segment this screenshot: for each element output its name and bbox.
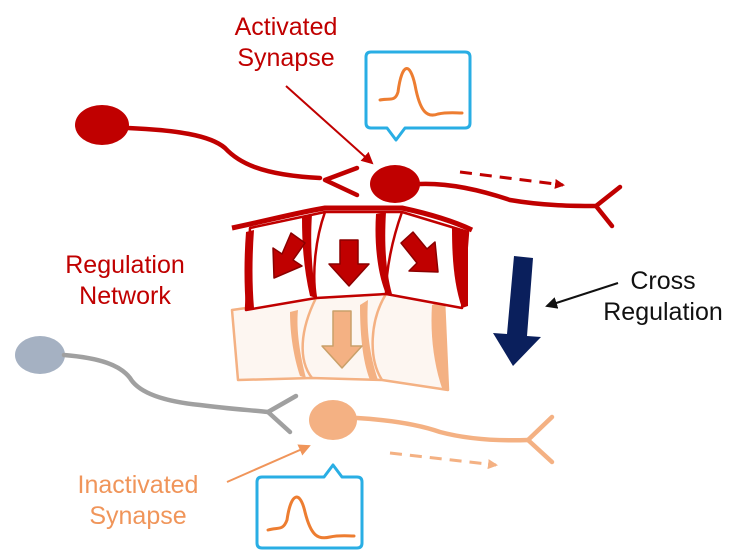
upstream-neuron-soma-inactive — [15, 336, 65, 374]
network-curl-inactive-3 — [431, 300, 448, 390]
inactivated-label-pointer — [226, 444, 311, 483]
presynaptic-terminal-activated — [322, 165, 360, 198]
regulation-network-label: Regulation Network — [40, 250, 210, 312]
network-curl-active-3 — [375, 212, 392, 294]
upstream-axon-inactive — [61, 352, 271, 415]
network-curl-inactive-1 — [290, 310, 306, 378]
network-curl-active-4 — [452, 228, 468, 308]
network-arrow-active-left — [272, 232, 306, 279]
network-curl-inactive-2 — [360, 300, 378, 380]
upstream-neuron-soma-activated — [75, 105, 129, 145]
activated-synapse-label-line2: Synapse — [237, 44, 335, 72]
network-arrow-active-right — [400, 231, 439, 273]
inactivated-synapse-label-line2: Synapse — [89, 502, 187, 530]
cross-regulation-label-line2: Regulation — [603, 298, 723, 326]
inactivated-synapse-label-line1: Inactivated — [77, 471, 199, 499]
postsynaptic-dendrite-fork-activated — [593, 184, 623, 229]
postsynaptic-soma-activated — [370, 165, 420, 203]
propagation-arrow-inactive — [389, 451, 498, 470]
presynaptic-terminal-inactive — [265, 393, 299, 435]
activated-synapse-label: Activated Synapse — [206, 12, 366, 74]
network-arrow-active-middle — [328, 239, 370, 287]
upstream-axon-activated — [125, 125, 323, 181]
spike-trace-activated — [378, 67, 464, 117]
cross-regulation-arrow — [493, 256, 541, 366]
postsynaptic-dendrite-fork-inactive — [525, 414, 555, 465]
cross-regulation-pointer — [545, 282, 619, 309]
spike-trace-inactive — [266, 495, 356, 540]
network-divider-active-1 — [313, 211, 327, 299]
network-curl-active-1 — [244, 230, 254, 310]
regulation-network-label-line2: Network — [79, 282, 171, 310]
inactivated-synapse-label: Inactivated Synapse — [52, 470, 224, 532]
network-arrow-inactive — [321, 310, 363, 369]
regulation-network — [230, 205, 474, 392]
network-divider-inactive-1 — [301, 297, 318, 379]
activated-label-pointer — [285, 85, 374, 165]
network-curl-active-2 — [302, 214, 316, 298]
network-top-edge-active — [231, 205, 474, 233]
propagation-arrow-activated — [459, 170, 565, 189]
network-divider-inactive-2 — [371, 293, 388, 381]
cross-regulation-label: Cross Regulation — [582, 266, 744, 328]
activated-synapse-label-line1: Activated — [234, 13, 338, 41]
cross-regulation-label-line1: Cross — [630, 267, 696, 295]
regulation-network-label-line1: Regulation — [65, 251, 185, 279]
postsynaptic-dendrite-inactive — [354, 415, 531, 443]
postsynaptic-dendrite-activated — [417, 181, 599, 209]
postsynaptic-soma-inactive — [309, 400, 357, 440]
